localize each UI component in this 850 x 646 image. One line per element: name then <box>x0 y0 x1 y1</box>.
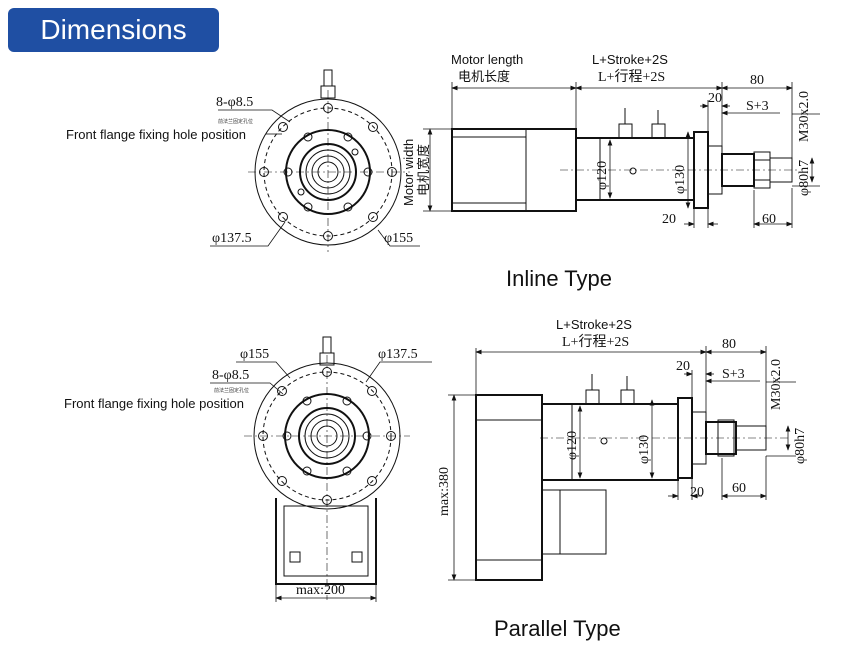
parallel-hole-spec: 8-φ8.5 <box>212 368 249 383</box>
inline-motor-width-cn: 电机宽度 <box>416 144 431 196</box>
inline-pcd-label: φ137.5 <box>212 231 252 246</box>
parallel-dim-20-top: 20 <box>676 359 690 374</box>
parallel-front-view <box>210 336 432 602</box>
inline-thread: M30x2.0 <box>797 91 812 142</box>
inline-stroke-cn: L+行程+2S <box>598 69 665 85</box>
inline-dim-20-top: 20 <box>708 91 722 106</box>
parallel-max-height: max:380 <box>437 467 452 516</box>
inline-hole-spec: 8-φ8.5 <box>216 95 253 110</box>
parallel-dim-20-bottom: 20 <box>690 485 704 500</box>
parallel-caption: Parallel Type <box>494 616 621 641</box>
inline-motor-length-cn: 电机长度 <box>458 69 510 84</box>
parallel-dim-s3: S+3 <box>722 367 745 382</box>
inline-stroke-en: L+Stroke+2S <box>592 52 668 67</box>
parallel-side-view <box>448 346 796 581</box>
inline-side-view <box>423 82 820 228</box>
parallel-dim-60: 60 <box>732 481 746 496</box>
inline-d130: φ130 <box>673 165 688 194</box>
inline-dim-s3: S+3 <box>746 99 769 114</box>
parallel-stroke-cn: L+行程+2S <box>562 334 629 350</box>
inline-caption: Inline Type <box>506 266 612 291</box>
inline-dim-80: 80 <box>750 73 764 88</box>
inline-motor-length-en: Motor length <box>451 52 523 67</box>
inline-front-view <box>210 69 420 252</box>
inline-dim-20-bottom: 20 <box>662 212 676 227</box>
parallel-hole-note-cn: 前法兰固定孔位 <box>214 387 249 394</box>
parallel-stroke-en: L+Stroke+2S <box>556 317 632 332</box>
section-title: Dimensions <box>8 8 219 52</box>
inline-rod-diameter: φ80h7 <box>797 160 812 196</box>
inline-hole-note-en: Front flange fixing hole position <box>66 127 246 142</box>
parallel-flange-label: φ155 <box>240 347 269 362</box>
inline-d120: φ120 <box>595 161 610 190</box>
parallel-max-width: max:200 <box>296 583 345 598</box>
parallel-dim-80: 80 <box>722 337 736 352</box>
parallel-d130: φ130 <box>637 435 652 464</box>
parallel-d120: φ120 <box>565 431 580 460</box>
parallel-hole-note-en: Front flange fixing hole position <box>64 396 244 411</box>
inline-motor-width-en: Motor width <box>401 139 416 206</box>
parallel-pcd-label: φ137.5 <box>378 347 418 362</box>
inline-hole-note-cn: 前法兰固定孔位 <box>218 118 253 125</box>
parallel-rod-diameter: φ80h7 <box>793 428 808 464</box>
inline-dim-60: 60 <box>762 212 776 227</box>
inline-flange-label: φ155 <box>384 231 413 246</box>
parallel-thread: M30x2.0 <box>769 359 784 410</box>
